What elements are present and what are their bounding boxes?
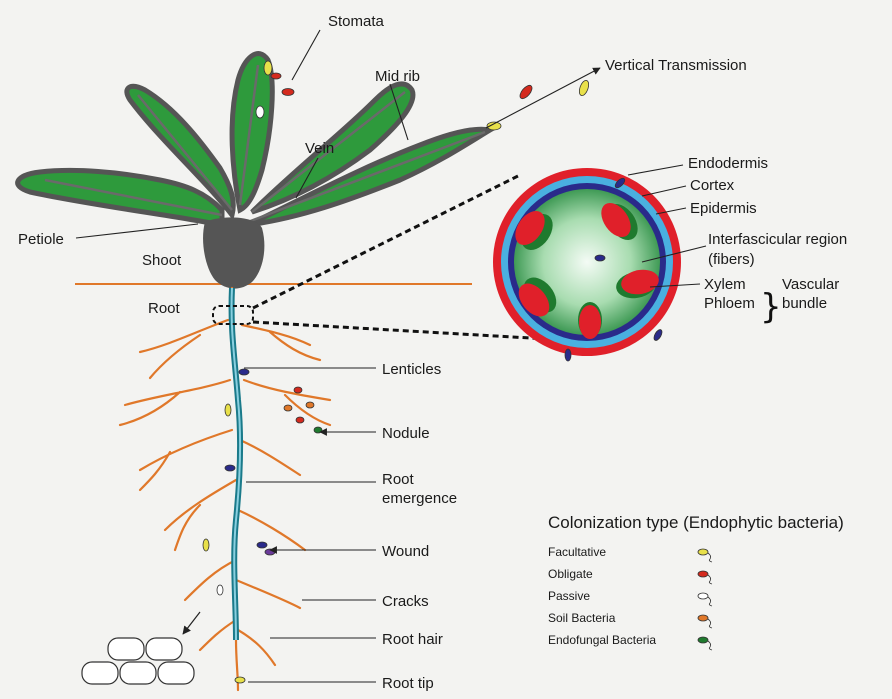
label-interfascicular-2: (fibers) xyxy=(708,251,755,268)
label-xylem: Xylem xyxy=(704,276,746,293)
bacterium-swatch-icon xyxy=(698,593,708,599)
label-shoot: Shoot xyxy=(142,252,182,269)
legend-item-label: Passive xyxy=(548,589,590,603)
legend-item: Obligate xyxy=(548,567,712,584)
label-root-tip: Root tip xyxy=(382,675,434,692)
flagellum-icon xyxy=(708,641,712,650)
label-cortex: Cortex xyxy=(690,177,735,194)
label-root-emergence-2: emergence xyxy=(382,490,457,507)
legend-item: Endofungal Bacteria xyxy=(548,633,712,650)
flagellum-icon xyxy=(708,597,712,606)
bacterium-swatch-icon xyxy=(698,615,708,621)
label-endodermis: Endodermis xyxy=(688,155,768,172)
legend: Colonization type (Endophytic bacteria) … xyxy=(548,513,844,650)
bacterium-swatch-icon xyxy=(698,571,708,577)
label-vertical-transmission: Vertical Transmission xyxy=(605,57,747,74)
legend-item-label: Facultative xyxy=(548,545,606,559)
legend-item: Passive xyxy=(548,589,712,606)
label-wound: Wound xyxy=(382,543,429,560)
label-vascular-2: bundle xyxy=(782,295,827,312)
legend-item-label: Obligate xyxy=(548,567,593,581)
label-cracks: Cracks xyxy=(382,593,429,610)
label-root-emergence-1: Root xyxy=(382,471,415,488)
label-stomata: Stomata xyxy=(328,13,385,30)
flagellum-icon xyxy=(708,575,712,584)
label-phloem: Phloem xyxy=(704,295,755,312)
label-interfascicular-1: Interfascicular region xyxy=(708,231,847,248)
label-vein: Vein xyxy=(305,140,334,157)
label-root-hair: Root hair xyxy=(382,631,443,648)
label-epidermis: Epidermis xyxy=(690,200,757,217)
leaf-center xyxy=(232,54,272,210)
cell-arrow xyxy=(183,612,200,634)
vascular-brace: } xyxy=(760,287,782,327)
label-nodule: Nodule xyxy=(382,425,430,442)
label-lenticles: Lenticles xyxy=(382,361,441,378)
label-root: Root xyxy=(148,300,181,317)
legend-title: Colonization type (Endophytic bacteria) xyxy=(548,513,844,532)
label-mid-rib: Mid rib xyxy=(375,68,420,85)
legend-item: Facultative xyxy=(548,545,712,562)
flagellum-icon xyxy=(708,619,712,628)
legend-item-label: Endofungal Bacteria xyxy=(548,633,656,647)
cell-cluster xyxy=(82,638,194,684)
legend-item-label: Soil Bacteria xyxy=(548,611,616,625)
bacterium-swatch-icon xyxy=(698,637,708,643)
bacterium-swatch-icon xyxy=(698,549,708,555)
stem-cross-section xyxy=(493,168,681,356)
root-system xyxy=(120,288,330,690)
shoot-base xyxy=(203,217,264,288)
label-petiole: Petiole xyxy=(18,231,64,248)
legend-item: Soil Bacteria xyxy=(548,611,712,628)
leaf-left xyxy=(18,170,222,225)
flagellum-icon xyxy=(708,553,712,562)
label-vascular-1: Vascular xyxy=(782,276,839,293)
